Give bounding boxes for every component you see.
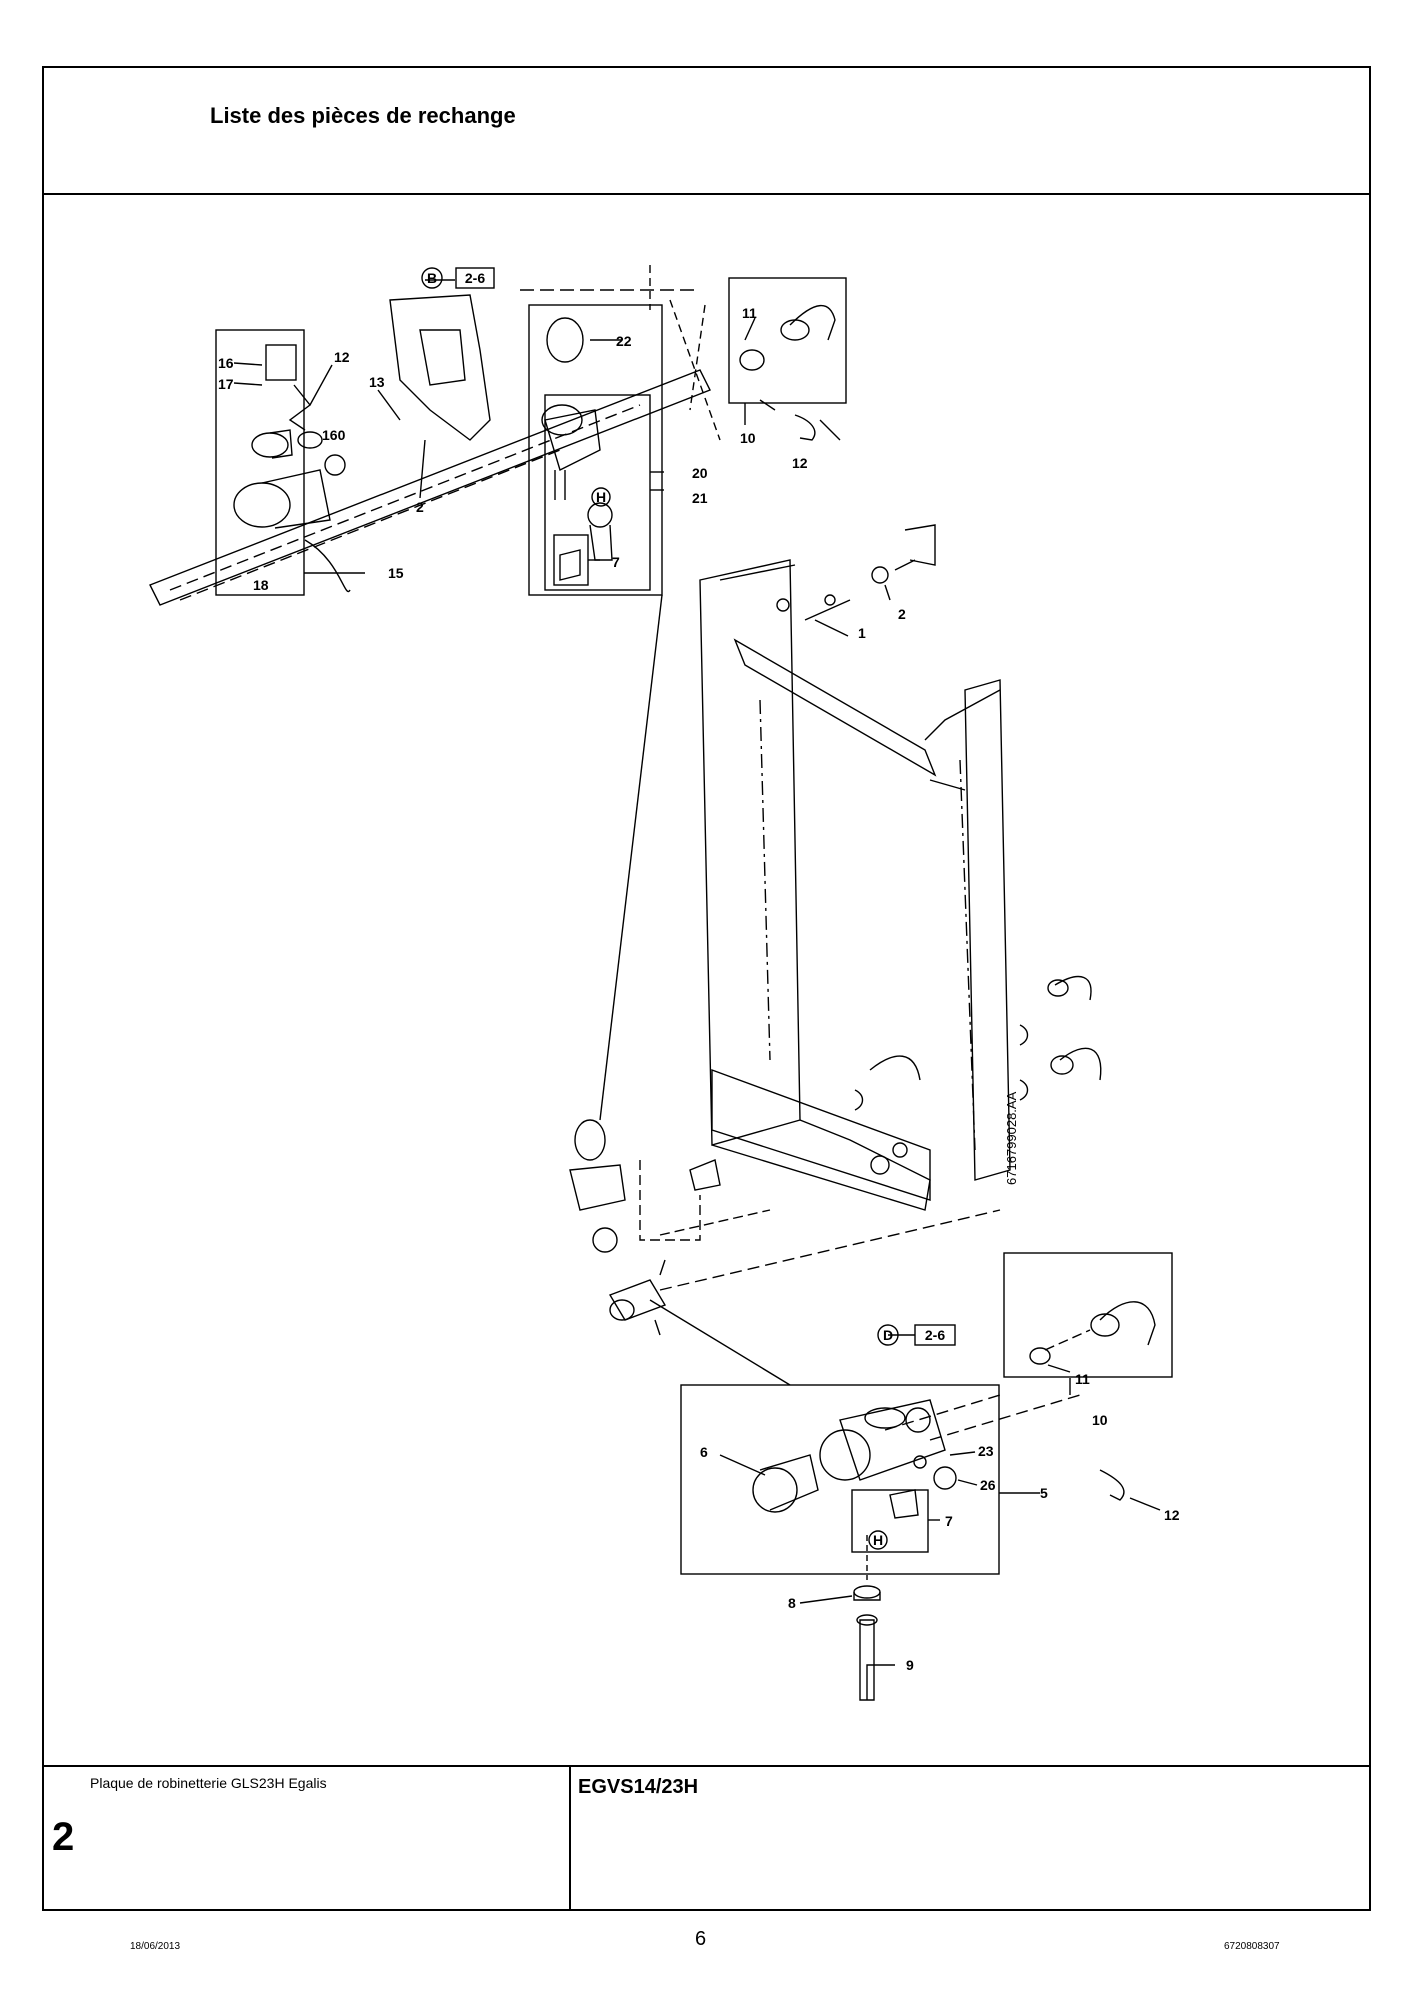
callout-23: 23 (978, 1443, 994, 1459)
callout-16: 16 (218, 355, 234, 371)
callout-12: 12 (1164, 1507, 1180, 1523)
footer-date: 18/06/2013 (130, 1941, 181, 1952)
callout-21: 21 (692, 490, 708, 506)
section-number: 2 (52, 1815, 75, 1859)
callout-8: 8 (788, 1595, 796, 1611)
ref-circle-b (421, 267, 443, 289)
page-number: 6 (695, 1928, 707, 1950)
h-marker-bottom-letter: H (873, 1532, 883, 1548)
callout-15: 15 (388, 565, 404, 581)
callout-12: 12 (792, 455, 808, 471)
callout-2: 2 (416, 499, 424, 515)
callout-160: 160 (322, 427, 346, 443)
mounting-frame-right (964, 679, 1011, 1181)
callout-12: 12 (334, 349, 350, 365)
callout-1: 1 (858, 625, 866, 641)
ref-box-b (455, 267, 495, 289)
pipe-group-box-bottom (1003, 1252, 1173, 1378)
valve-group-box (528, 304, 663, 596)
ref-circle-d (877, 1324, 899, 1346)
footer-description: Plaque de robinetterie GLS23H Egalis (90, 1775, 327, 1791)
pipe-group-box-top (728, 277, 847, 404)
callout-11: 11 (1075, 1371, 1090, 1387)
footer-column-divider (569, 1765, 571, 1911)
h-marker-bottom (868, 1530, 888, 1550)
mounting-rail (149, 369, 711, 606)
callout-11: 11 (742, 305, 757, 321)
model-number: EGVS14/23H (578, 1776, 699, 1798)
callout-9: 9 (906, 1657, 914, 1673)
callout-13: 13 (369, 374, 385, 390)
callout-7: 7 (612, 554, 620, 570)
ref-circle-d-letter: D (883, 1327, 893, 1343)
document-reference: 6720808307 (1224, 1941, 1280, 1952)
h-marker-top-letter: H (596, 489, 606, 505)
callout-5: 5 (1040, 1485, 1048, 1501)
page-title: Liste des pièces de rechange (210, 103, 516, 128)
header-divider (42, 193, 1371, 195)
callout-2: 2 (898, 606, 906, 622)
callout-17: 17 (218, 376, 234, 392)
callout-6: 6 (700, 1444, 708, 1460)
ref-box-d-text: 2-6 (925, 1327, 945, 1343)
ref-box-b-text: 2-6 (465, 270, 485, 286)
frame-crossbar (733, 638, 937, 777)
pump-group-box (215, 329, 305, 596)
callout-22: 22 (616, 333, 632, 349)
page-frame (42, 66, 1371, 1911)
callout-10: 10 (1092, 1412, 1108, 1428)
callout-7: 7 (945, 1513, 953, 1529)
ref-circle-b-letter: B (427, 270, 437, 286)
h-marker-top (591, 487, 611, 507)
drawing-ref: 6716799028.AA (1004, 1091, 1019, 1185)
callout-10: 10 (740, 430, 756, 446)
valve-assembly-box (680, 1384, 1000, 1575)
ref-box-d (914, 1324, 956, 1346)
callout-18: 18 (253, 577, 269, 593)
mounting-frame-left (699, 559, 801, 1146)
callout-26: 26 (980, 1477, 996, 1493)
footer-divider (42, 1765, 1371, 1767)
callout-20: 20 (692, 465, 708, 481)
